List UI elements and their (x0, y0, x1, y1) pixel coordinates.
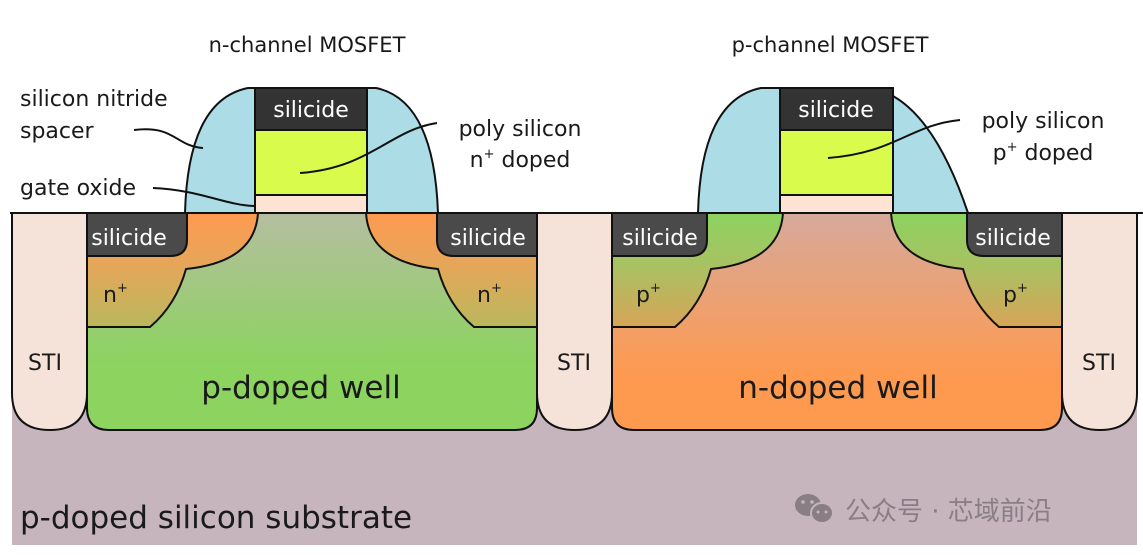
pmos-gate-silicide (779, 87, 894, 131)
leader-poly-n (299, 122, 438, 174)
pmos-gate-silicide-label: silicide (798, 98, 874, 123)
pmos-drain-doping-label: p+ (1003, 281, 1028, 308)
spacer-label-line2: spacer (20, 119, 95, 144)
sti-middle (536, 212, 613, 432)
pmos-poly-gate (779, 129, 894, 196)
pmos-gate-oxide (779, 194, 894, 214)
pmos-drain-silicide (966, 212, 1063, 257)
pmos-source-doping-label: p+ (636, 281, 661, 308)
sti-middle-label: STI (557, 351, 591, 376)
n-well-label: n-doped well (738, 370, 937, 406)
pmos-drain-silicide-label: silicide (975, 226, 1051, 251)
pmos-title: p-channel MOSFET (732, 33, 929, 57)
poly-n-label-line1: poly silicon (459, 117, 582, 142)
nmos-title: n-channel MOSFET (209, 33, 406, 57)
spacer-label-line1: silicon nitride (20, 87, 168, 112)
nmos-source-doping-label: n+ (103, 281, 128, 308)
pmos-source-silicide (611, 212, 708, 257)
watermark-text: 公众号 · 芯域前沿 (845, 497, 1052, 527)
substrate-label: p-doped silicon substrate (20, 500, 412, 536)
leader-poly-p (827, 119, 961, 159)
nmos-drain-silicide-label: silicide (450, 226, 526, 251)
sti-left (11, 212, 88, 432)
pmos-source-silicide-label: silicide (622, 226, 698, 251)
nmos-gate-silicide (254, 87, 368, 131)
nmos-gate-oxide (254, 194, 368, 214)
nmos-source-silicide-label: silicide (91, 226, 167, 251)
sti-left-label: STI (28, 351, 62, 376)
leader-gate-oxide (152, 187, 255, 207)
poly-p-label-line2: p+ doped (993, 140, 1094, 166)
wechat-icon (795, 494, 834, 524)
nmos-source-silicide (86, 212, 188, 257)
leader-spacer (133, 128, 204, 149)
sti-right (1061, 212, 1138, 432)
p-well-label: p-doped well (201, 370, 400, 406)
nmos-drain-doping-label: n+ (477, 281, 502, 308)
poly-p-label-line1: poly silicon (982, 109, 1105, 134)
nmos-gate-silicide-label: silicide (273, 98, 349, 123)
poly-n-label-line2: n+ doped (470, 147, 571, 173)
sti-right-label: STI (1082, 351, 1116, 376)
nmos-drain-silicide (436, 212, 538, 257)
gate-oxide-label: gate oxide (20, 176, 136, 201)
